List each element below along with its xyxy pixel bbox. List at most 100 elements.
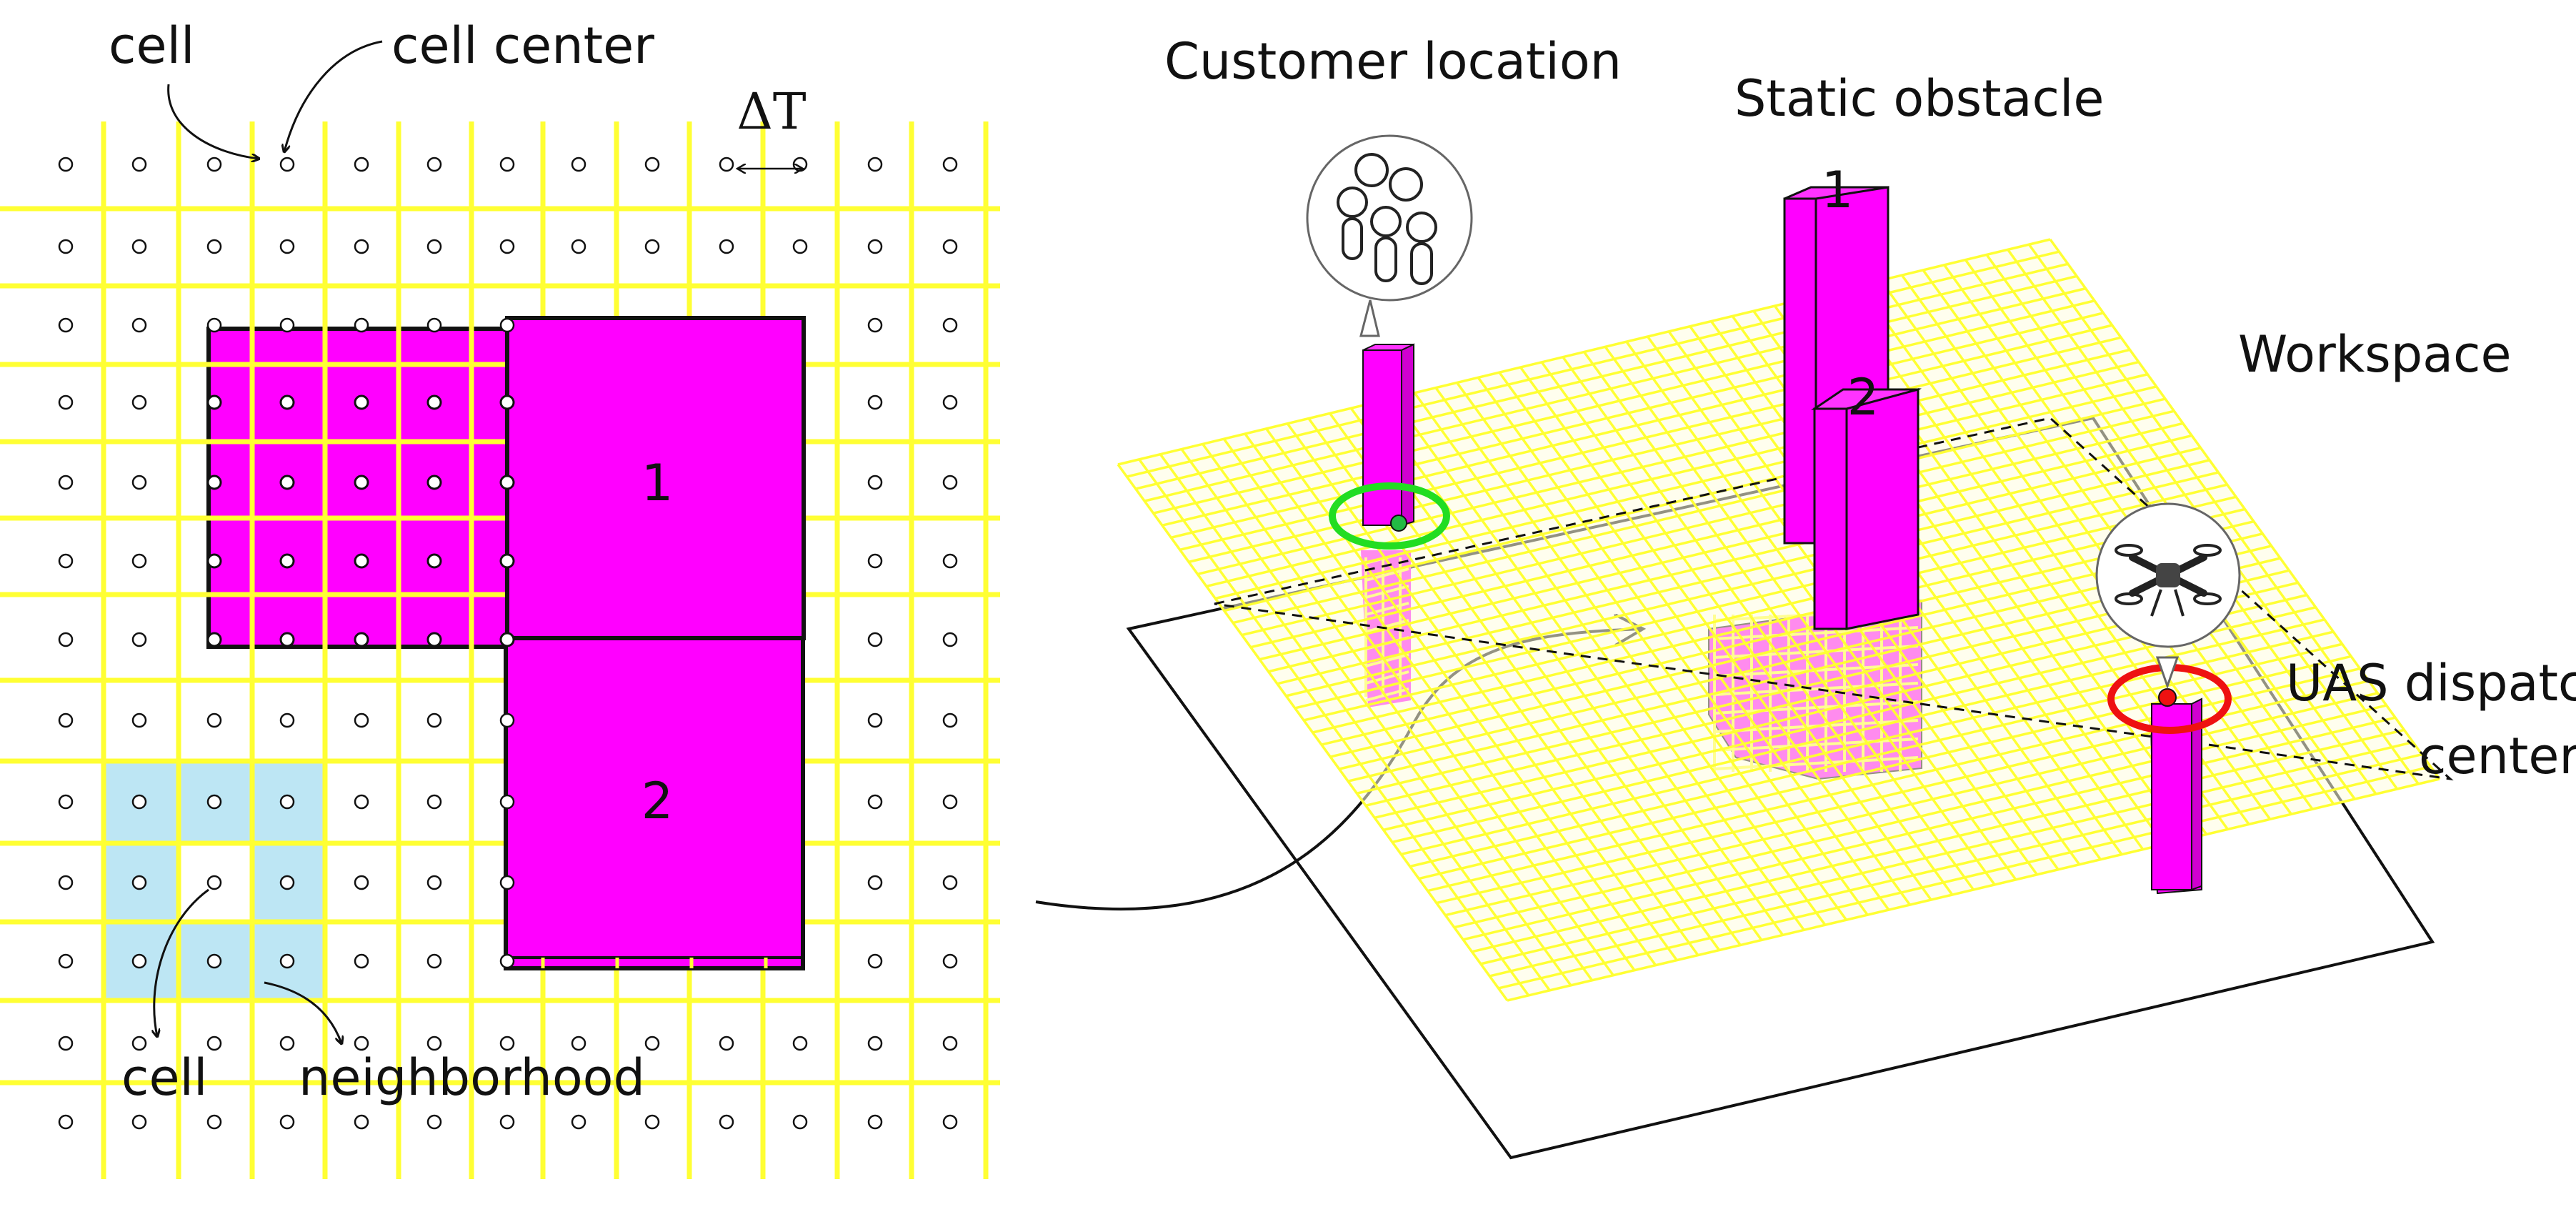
workspace-grid xyxy=(1117,238,2441,1002)
cell-center xyxy=(58,712,74,728)
cell-center xyxy=(571,239,586,254)
cell-center xyxy=(426,632,442,647)
tower-2 xyxy=(1811,388,1922,630)
cell-center xyxy=(131,394,147,410)
cell-center xyxy=(58,632,74,647)
cell-center xyxy=(499,794,515,810)
workspace-grid-line xyxy=(1900,274,2292,815)
cell-center xyxy=(206,317,222,333)
cell-center xyxy=(867,632,883,647)
cell-center xyxy=(942,794,958,810)
cell-center xyxy=(131,553,147,569)
cell-center xyxy=(58,875,74,890)
cell-center xyxy=(206,712,222,728)
cell-center xyxy=(131,1035,147,1051)
cell-center xyxy=(499,953,515,969)
people-icon xyxy=(1306,134,1473,337)
cell-center xyxy=(644,239,660,254)
cell-center xyxy=(354,1035,369,1051)
cell-center xyxy=(426,317,442,333)
cell-center xyxy=(942,475,958,490)
cell-label-bottom: cell xyxy=(121,1048,207,1107)
cell-center xyxy=(426,875,442,890)
cell-center xyxy=(499,1035,515,1051)
cell-center xyxy=(867,317,883,333)
cell-center xyxy=(354,475,369,490)
cell-center xyxy=(942,712,958,728)
tower-2-number: 2 xyxy=(1847,368,1879,427)
cell-center xyxy=(719,1035,734,1051)
workspace-grid-line xyxy=(1444,692,2378,917)
grid-lines xyxy=(0,121,1000,1179)
cell-center xyxy=(867,794,883,810)
cell-center xyxy=(499,157,515,172)
cell-center xyxy=(354,632,369,647)
cell-center xyxy=(942,1114,958,1130)
cell-center xyxy=(942,553,958,569)
customer-ring xyxy=(1329,482,1450,550)
cell-center xyxy=(867,239,883,254)
neighborhood-arrow xyxy=(264,981,341,1043)
workspace-grid-line xyxy=(1312,507,2245,734)
cell-center xyxy=(942,157,958,172)
cell-center xyxy=(279,632,295,647)
dispatch-dot xyxy=(2158,688,2177,707)
cell-center xyxy=(867,157,883,172)
cell-center xyxy=(942,1035,958,1051)
cell-center xyxy=(942,953,958,969)
cell-center xyxy=(867,553,883,569)
cell-center xyxy=(206,953,222,969)
cell-center xyxy=(58,794,74,810)
cell-center xyxy=(426,712,442,728)
cell-center xyxy=(792,1114,808,1130)
workspace-grid-line xyxy=(1480,740,2414,965)
cell-center xyxy=(867,712,883,728)
cell-center xyxy=(644,1114,660,1130)
cell-center xyxy=(426,553,442,569)
cell-center xyxy=(426,394,442,410)
cell-center xyxy=(354,712,369,728)
customer-dot xyxy=(1390,515,1407,532)
cell-center xyxy=(131,875,147,890)
obstacle-2-bottom-grid xyxy=(541,958,768,968)
cell-center xyxy=(58,1114,74,1130)
cell-center xyxy=(206,157,222,172)
cell-center xyxy=(354,239,369,254)
cell-center xyxy=(58,239,74,254)
cell-center xyxy=(279,1114,295,1130)
cell-center xyxy=(942,239,958,254)
cell-center xyxy=(426,475,442,490)
cell-arrow-bottom xyxy=(154,888,209,1036)
cell-center xyxy=(206,239,222,254)
cell-center xyxy=(867,475,883,490)
cell-center xyxy=(279,394,295,410)
cell-center xyxy=(279,875,295,890)
cell-center xyxy=(279,239,295,254)
cell-center xyxy=(499,553,515,569)
dispatch-label-line1: UAS dispatch xyxy=(2286,654,2576,712)
obstacle-2-number: 2 xyxy=(641,772,674,830)
cell-center xyxy=(206,394,222,410)
workspace-grid-line xyxy=(1462,716,2396,941)
cell-center xyxy=(499,394,515,410)
obstacle-2 xyxy=(504,636,805,970)
cell-center xyxy=(942,632,958,647)
cell-center xyxy=(426,1114,442,1130)
cell-center xyxy=(131,794,147,810)
right-3d-panel: Customer location 1 2 Static obstacle Wo… xyxy=(1117,32,2576,1160)
cell-center xyxy=(58,394,74,410)
cell-center xyxy=(206,794,222,810)
cell-center xyxy=(131,475,147,490)
cell-center xyxy=(131,632,147,647)
cell-center xyxy=(426,794,442,810)
cell-center xyxy=(131,239,147,254)
cell-center xyxy=(942,875,958,890)
workspace-grid-line xyxy=(1454,704,2387,929)
cell-label-top: cell xyxy=(109,16,194,75)
cell-center xyxy=(571,157,586,172)
workspace-grid-line xyxy=(1879,279,2272,820)
static-obstacle-label: Static obstacle xyxy=(1734,69,2104,128)
cell-center xyxy=(206,553,222,569)
cell-center xyxy=(719,239,734,254)
workspace-grid-line xyxy=(1472,728,2405,953)
